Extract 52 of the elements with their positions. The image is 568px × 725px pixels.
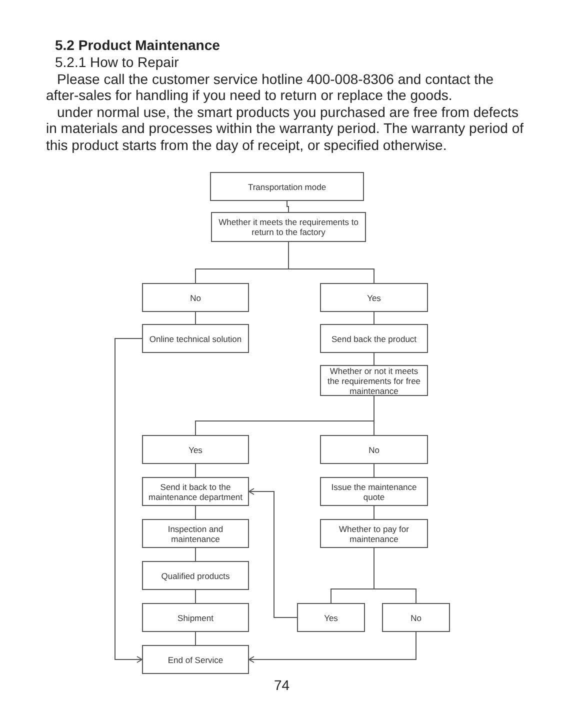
arrow (114, 338, 142, 663)
box-text: Yes (367, 292, 381, 302)
box-text: Yes (188, 444, 202, 454)
section-heading: 5.2 Product Maintenance (54, 37, 220, 54)
connector-line (288, 242, 374, 284)
box-text: End of Service (168, 654, 224, 664)
connector-line (195, 464, 196, 478)
process-box (320, 283, 428, 312)
process-box (210, 172, 364, 201)
process-box (142, 603, 249, 632)
box-text: Yes (324, 612, 338, 622)
process-box (320, 477, 428, 506)
connector-line (374, 548, 416, 604)
process-box (142, 645, 249, 674)
subsection-heading: 5.2.1 How to Repair (54, 54, 179, 70)
connector-line (195, 632, 196, 646)
process-box (382, 603, 450, 632)
process-box (320, 324, 428, 353)
process-box (142, 561, 249, 590)
arrow (248, 632, 416, 663)
box-text: Send it back to the maintenance department (147, 482, 244, 502)
connector-line (195, 312, 196, 324)
process-box (211, 212, 366, 242)
process-box (142, 324, 249, 353)
process-box (320, 435, 428, 464)
connector-line (286, 200, 289, 212)
process-box (297, 603, 365, 632)
connector-line (195, 506, 196, 520)
box-text: Send back the product (331, 334, 417, 344)
box-text: Online technical solution (149, 334, 242, 344)
process-box (142, 477, 249, 506)
box-text: Whether to pay for maintenance (338, 524, 410, 544)
box-text: Shipment (178, 612, 214, 622)
connector-line (195, 548, 196, 562)
box-text: Whether or not it meets the requirements for free maintenance (326, 366, 422, 396)
box-text: Issue the maintenance quote (330, 482, 418, 502)
process-box (142, 435, 249, 464)
box-text: No (190, 292, 201, 302)
box-text: No (368, 444, 380, 454)
connector-line (195, 590, 196, 604)
box-text: Qualified products (161, 570, 230, 580)
paragraph: Please call the customer service hotline 400-008-8306 and contact the after-sales for handling if you need to return or replace the goods. (46, 70, 495, 104)
page-number: 74 (274, 677, 290, 694)
process-box (320, 519, 428, 548)
process-box (142, 283, 249, 312)
paragraph: under normal use, the smart products you purchased are free from defects in materials and processes within the warranty period. The warranty period of this product starts from the day of receipt, or specified otherwise. (46, 104, 525, 153)
box-text: Inspection and maintenance (166, 524, 224, 544)
box-text: No (410, 612, 422, 622)
box-text: Whether it meets the requirements to return to the factory (218, 217, 360, 237)
box-text: Transportation mode (248, 182, 326, 192)
process-box (142, 519, 249, 548)
arrow (248, 488, 298, 618)
